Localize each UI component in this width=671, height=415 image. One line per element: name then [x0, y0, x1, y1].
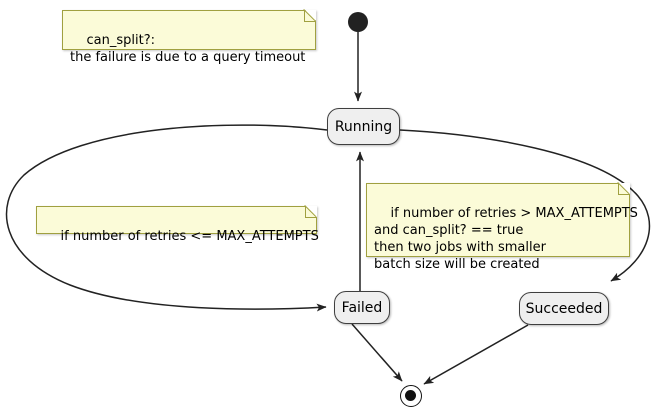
- note-retry-within-limit-text: if number of retries <= MAX_ATTEMPTS: [60, 229, 319, 244]
- note-fold-corner-icon: [304, 10, 316, 22]
- note-fold-corner-icon: [305, 206, 317, 218]
- note-can-split-text: can_split?: the failure is due to a quer…: [70, 33, 306, 65]
- note-retry-exceeded: if number of retries > MAX_ATTEMPTS and …: [366, 183, 638, 272]
- final-state-node[interactable]: [400, 385, 422, 407]
- note-retry-within-limit: if number of retries <= MAX_ATTEMPTS: [36, 206, 319, 244]
- state-running[interactable]: Running: [327, 108, 400, 145]
- edge-succeeded-to-final: [423, 324, 529, 385]
- final-state-inner-dot: [405, 390, 416, 401]
- edge-failed-to-final: [351, 323, 403, 382]
- edge-running-to-succeeded: [399, 129, 651, 282]
- state-failed[interactable]: Failed: [334, 291, 390, 324]
- edge-running-to-failed: [5, 124, 328, 312]
- note-fold-corner-icon: [618, 183, 630, 195]
- note-retry-exceeded-text: if number of retries > MAX_ATTEMPTS and …: [374, 206, 638, 272]
- state-succeeded-label: Succeeded: [525, 300, 603, 317]
- state-failed-label: Failed: [341, 299, 383, 316]
- start-state-node[interactable]: [348, 12, 368, 32]
- state-running-label: Running: [334, 118, 393, 135]
- state-succeeded[interactable]: Succeeded: [519, 292, 609, 325]
- note-can-split: can_split?: the failure is due to a quer…: [62, 10, 316, 65]
